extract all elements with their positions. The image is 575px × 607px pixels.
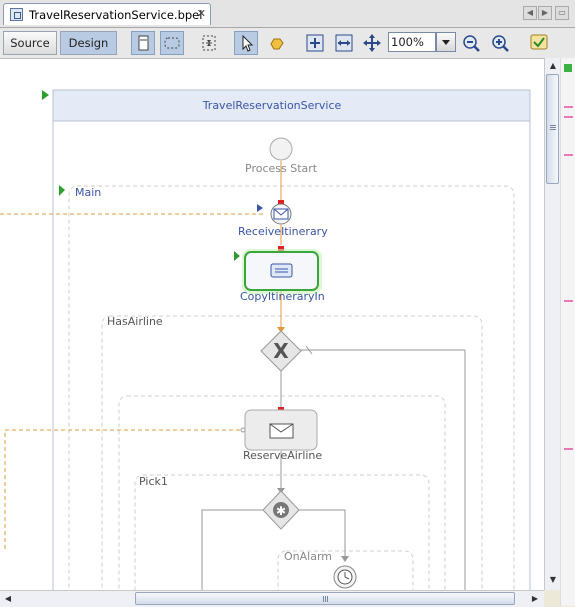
scroll-right-arrow-icon[interactable]: ▶ [531, 594, 539, 603]
zoom-out-button[interactable] [459, 31, 483, 55]
scroll-tabs-right-button[interactable]: ▶ [538, 6, 552, 20]
connector-dot [278, 200, 284, 206]
close-tab-button[interactable]: ✕ [196, 7, 206, 20]
bpel-file-icon [10, 8, 23, 21]
fit-width-button[interactable] [332, 31, 356, 55]
pick-scope-label: Pick1 [139, 475, 168, 488]
tab-list-button[interactable]: ▭ [555, 6, 569, 20]
diagram-graphics: X ✱ [0, 89, 531, 591]
fit-page-icon [306, 34, 324, 52]
if-branch-box [118, 395, 446, 591]
fit-width-icon [335, 34, 353, 52]
main-expand-arrow-icon[interactable] [59, 185, 65, 196]
zoom-dropdown-button[interactable] [436, 32, 456, 52]
dashed-box-icon [164, 37, 180, 49]
four-arrows-icon [363, 34, 381, 52]
status-ok-marker [564, 64, 572, 72]
zoom-level-field[interactable]: 100% [388, 32, 436, 52]
marker[interactable] [564, 106, 573, 108]
horizontal-scroll-thumb[interactable] [135, 592, 515, 605]
chevron-down-icon [442, 40, 450, 45]
arrow-pointer-icon [242, 34, 254, 52]
assign-icon [270, 263, 293, 278]
page-icon [138, 35, 149, 51]
svg-text:✱: ✱ [276, 504, 286, 518]
zoom-out-icon [463, 35, 480, 52]
pick1-scope-box [134, 474, 430, 591]
assign-expand-arrow-icon[interactable] [234, 251, 240, 261]
marker[interactable] [564, 448, 573, 450]
envelope-icon [273, 208, 289, 220]
zoom-in-button[interactable] [488, 31, 512, 55]
marker[interactable] [564, 116, 573, 118]
vertical-scrollbar[interactable]: ▲ ▼ [544, 58, 561, 590]
fit-diagram-button[interactable] [303, 31, 327, 55]
hand-icon [270, 38, 284, 50]
scroll-up-arrow-icon[interactable]: ▲ [549, 61, 557, 70]
process-expand-arrow-icon[interactable] [42, 90, 49, 100]
assign-label: CopyItineraryIn [240, 290, 325, 303]
select-tool-button[interactable] [234, 31, 258, 55]
process-start-node[interactable] [269, 137, 293, 161]
scroll-tabs-left-button[interactable]: ◀ [523, 6, 537, 20]
marker[interactable] [564, 300, 573, 302]
editor-tab-bar: TravelReservationService.bpel ✕ ◀ ▶ ▭ [0, 0, 575, 28]
hasairline-scope-box [101, 315, 483, 591]
editor-tab[interactable]: TravelReservationService.bpel ✕ [3, 3, 211, 25]
x-icon: X [273, 339, 289, 363]
bpel-design-canvas[interactable]: X ✱ TravelReservationService Process Sta… [0, 58, 544, 591]
process-start-label: Process Start [245, 162, 318, 175]
validate-button[interactable] [527, 31, 551, 55]
reserve-partner-link [4, 429, 242, 549]
scroll-left-arrow-icon[interactable]: ◀ [4, 594, 12, 603]
design-view-button[interactable]: Design [60, 31, 117, 55]
horizontal-scrollbar[interactable]: ◀ ▶ [0, 590, 544, 607]
reserve-label: ReserveAirline [243, 449, 323, 462]
receive-label: ReceiveItinerary [238, 225, 328, 238]
main-scope-label: Main [75, 186, 102, 199]
marker[interactable] [564, 154, 573, 156]
expand-scopes-button[interactable] [160, 31, 184, 55]
hasairline-scope-label: HasAirline [107, 315, 163, 328]
process-title: TravelReservationService [202, 99, 342, 112]
source-view-button[interactable]: Source [3, 31, 57, 55]
show-partner-links-button[interactable] [131, 31, 155, 55]
overview-ruler[interactable] [560, 58, 575, 606]
zoom-to-fit-button[interactable] [360, 31, 384, 55]
vertical-scroll-thumb[interactable] [546, 74, 559, 184]
validate-check-icon [530, 34, 548, 50]
editor-tab-title: TravelReservationService.bpel [29, 8, 203, 22]
star-icon [273, 502, 289, 518]
advanced-view-button[interactable] [197, 31, 221, 55]
onalarm-label: OnAlarm [284, 550, 332, 563]
zoom-in-icon [492, 35, 509, 52]
process-header [52, 89, 531, 122]
scroll-down-arrow-icon[interactable]: ▼ [549, 575, 557, 584]
receive-start-arrow-icon [257, 204, 263, 212]
hand-tool-button[interactable] [264, 31, 288, 55]
scope-group-icon [202, 35, 216, 51]
editor-toolbar: Source Design 100% [0, 28, 575, 59]
if-gateway-node[interactable] [260, 330, 302, 372]
